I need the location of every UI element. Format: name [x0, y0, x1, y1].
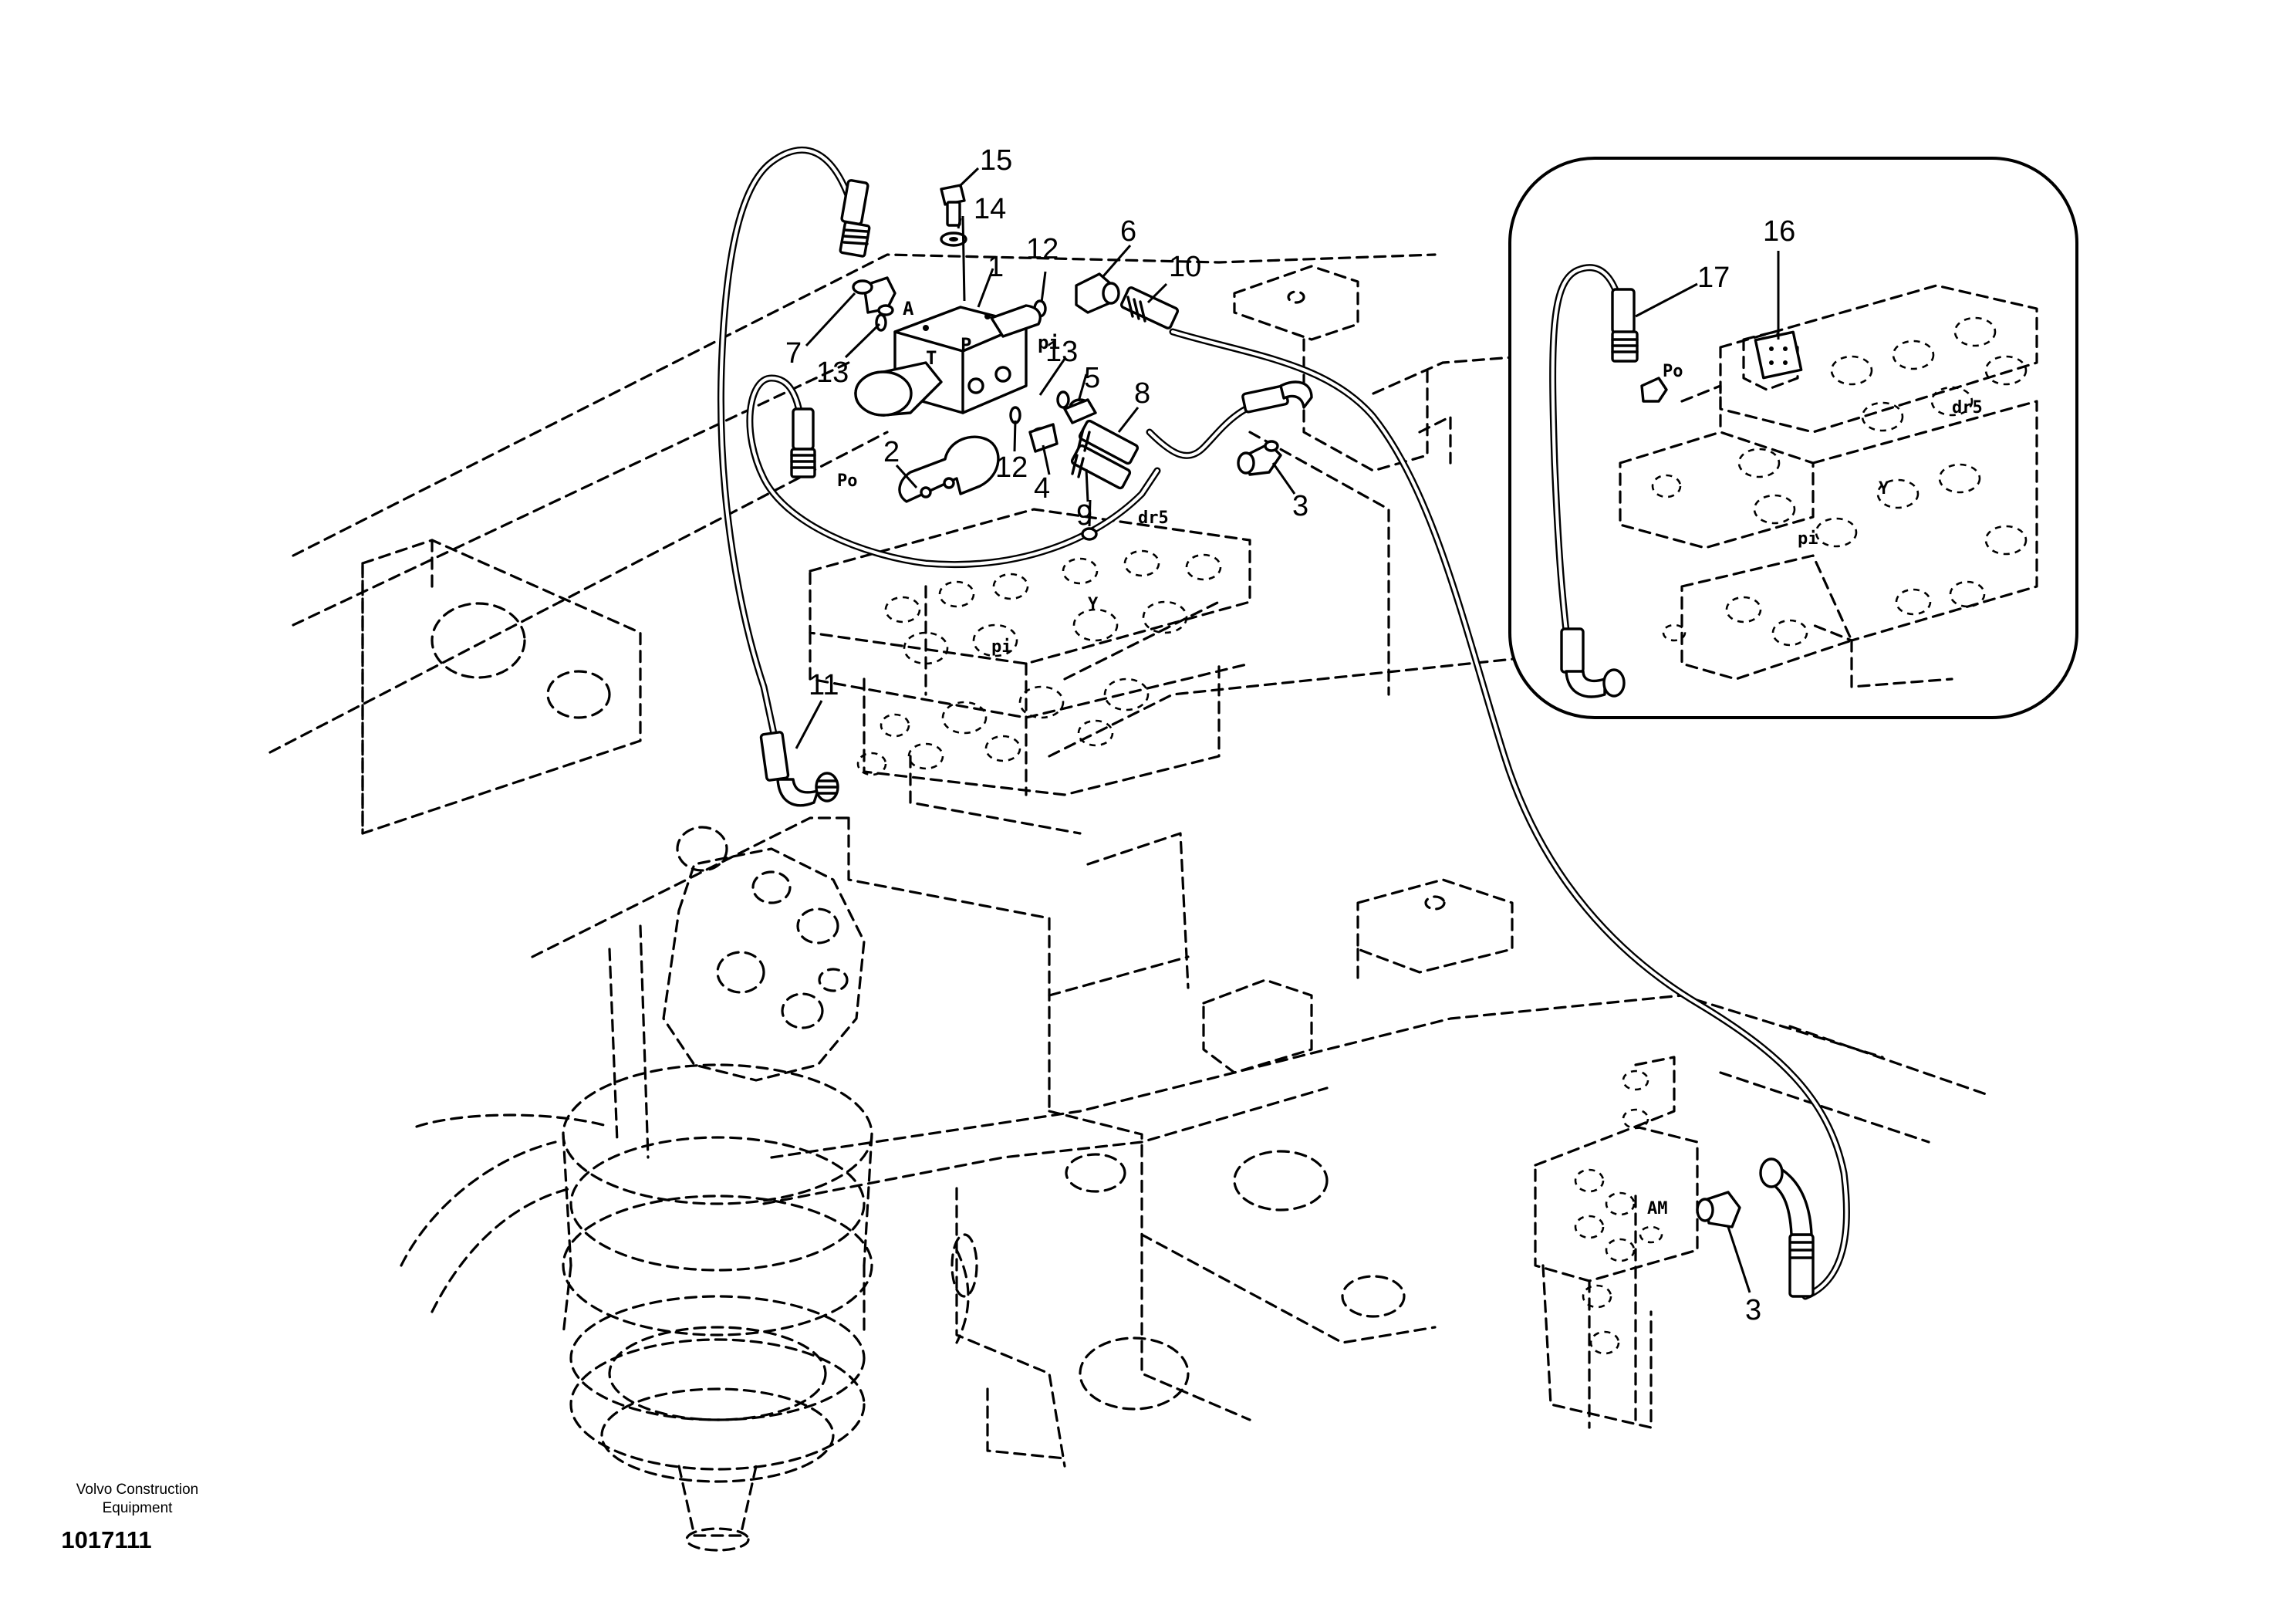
lower-frame-ghost — [531, 816, 1992, 1468]
callout-3: 3 — [1745, 1294, 1761, 1326]
port-label-dr5: dr5 — [1138, 509, 1169, 528]
callout-13: 13 — [1045, 336, 1078, 368]
callout-12: 12 — [995, 451, 1028, 484]
callout-2: 2 — [883, 436, 900, 468]
port-label-y: Y — [1088, 595, 1099, 614]
inset-callout-16: 16 — [1763, 215, 1795, 248]
control-valve-ghost — [809, 508, 1251, 835]
callout-6: 6 — [1120, 215, 1136, 248]
inset-valve-ghost — [1619, 284, 2038, 688]
callout-1: 1 — [988, 251, 1004, 283]
block-marking-T: T — [926, 347, 937, 369]
callout-4: 4 — [1034, 472, 1050, 505]
inset-detail: 16 17 Po dr5 pi Y — [1508, 157, 2078, 719]
drawing-number: 1017111 — [61, 1526, 151, 1553]
hoses — [717, 147, 1850, 1300]
callout-9: 9 — [1076, 499, 1092, 532]
callout-13: 13 — [816, 357, 849, 389]
credit-block: Volvo Construction Equipment 1017111 — [61, 1482, 198, 1553]
bracket — [898, 435, 1000, 503]
port-label-pi: pi — [991, 637, 1012, 657]
inset-callout-17: 17 — [1697, 262, 1730, 294]
port-label-am: AM — [1647, 1199, 1668, 1218]
credit-line-2: Equipment — [103, 1500, 174, 1516]
callouts: 15 14 12 6 10 1 7 13 13 5 8 2 12 4 9 3 1… — [785, 144, 1761, 1326]
block-marking-P: P — [961, 334, 971, 356]
port-label-po: Po — [837, 471, 858, 491]
selector-valve-block: T P pi A — [854, 298, 1060, 417]
inset-port-label-dr5: dr5 — [1952, 398, 1983, 417]
callout-15: 15 — [980, 144, 1012, 177]
callout-14: 14 — [974, 193, 1006, 225]
inset-port-label-pi: pi — [1798, 529, 1818, 549]
callout-5: 5 — [1084, 362, 1100, 394]
callout-11: 11 — [809, 669, 839, 701]
inset-port-label-y: Y — [1879, 479, 1889, 498]
block-marking-A: A — [903, 298, 914, 319]
callout-8: 8 — [1134, 377, 1150, 410]
am-block-ghost — [1534, 1056, 1699, 1429]
callout-12: 12 — [1026, 233, 1059, 265]
callout-7: 7 — [785, 337, 802, 370]
callout-10: 10 — [1169, 251, 1201, 283]
inset-port-label-po: Po — [1663, 362, 1683, 381]
slewing-motor-ghost — [400, 826, 978, 1552]
callout-leaders — [795, 167, 1751, 1293]
callout-3: 3 — [1292, 490, 1308, 522]
credit-line-1: Volvo Construction — [76, 1482, 198, 1498]
upper-frame-ghost — [268, 253, 1545, 835]
block-marking-pi: pi — [1038, 332, 1060, 353]
